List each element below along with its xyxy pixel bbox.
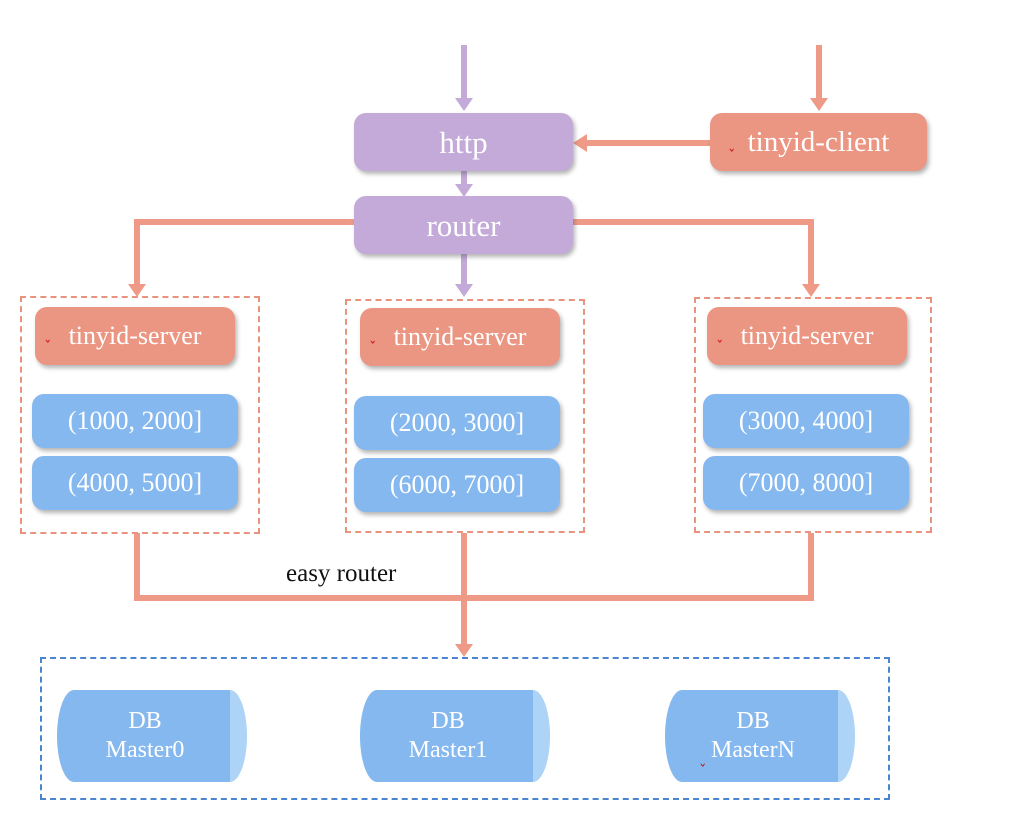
http-to-router-arrow-shaft (461, 170, 467, 185)
server-group-3 (694, 297, 932, 533)
spellcheck-mark-icon: ˇ (716, 338, 724, 356)
db-master0[interactable]: DB Master0 (57, 690, 247, 782)
db-master0-left-cap (57, 690, 91, 782)
inbound-client-arrow-shaft (816, 45, 822, 99)
db-master1-line1: DB (431, 707, 465, 734)
server-group-1-segment-2[interactable]: (4000, 5000] (32, 456, 238, 510)
spellcheck-mark-icon: ˇ (369, 339, 377, 357)
server-group-1-segment-1-label: (1000, 2000] (67, 406, 203, 435)
db-mastern[interactable]: DB MasterN ˇ (665, 690, 855, 782)
server-group-1 (20, 296, 260, 534)
server-group-3-segment-1[interactable]: (3000, 4000] (703, 394, 909, 448)
node-router-label: router (426, 207, 501, 243)
router-to-server3-elbow-vertical (808, 219, 814, 285)
client-to-http-arrow-head (573, 134, 587, 152)
node-router[interactable]: router (354, 196, 573, 254)
easy-router-label: easy router (286, 560, 397, 587)
router-to-server3-arrow-head (802, 284, 820, 297)
db-mastern-line2: MasterN (711, 737, 795, 763)
server-group-2-segment-1[interactable]: (2000, 3000] (354, 396, 560, 450)
http-to-router-arrow-head (455, 184, 473, 197)
db-master0-line2: Master0 (105, 737, 185, 763)
router-to-server1-arrow-head (128, 284, 146, 297)
router-to-server2-arrow-shaft (461, 253, 467, 285)
db-mastern-left-cap (665, 690, 699, 782)
spellcheck-mark-icon: ˇ (44, 338, 52, 356)
db-mastern-text: DB MasterN (665, 690, 855, 782)
node-tinyid-client-label: tinyid-client (747, 125, 890, 158)
spellcheck-mark-icon: ˇ (728, 147, 736, 165)
client-to-http-arrow-shaft (586, 140, 710, 146)
router-to-server3-elbow-horizontal (571, 219, 814, 225)
db-mastern-line1: DB (736, 707, 770, 734)
inbound-http-arrow-shaft (461, 45, 467, 99)
server-group-2-segment-2[interactable]: (6000, 7000] (354, 458, 560, 512)
db-cluster-group (40, 657, 890, 800)
server-group-2-segment-2-label: (6000, 7000] (389, 470, 525, 499)
server2-downlink (461, 533, 467, 601)
router-to-server1-elbow-vertical (134, 219, 140, 285)
inbound-http-arrow-head (455, 98, 473, 111)
router-to-server2-arrow-head (455, 284, 473, 297)
easy-router-merge-bus (134, 595, 814, 601)
server-group-1-segment-1[interactable]: (1000, 2000] (32, 394, 238, 448)
server-group-1-header[interactable]: tinyid-server ˇ (35, 307, 235, 365)
db-master1-line2: Master1 (408, 737, 488, 763)
db-master1-text: DB Master1 (360, 690, 550, 782)
server-group-3-header[interactable]: tinyid-server ˇ (707, 307, 907, 365)
server-group-2-segment-1-label: (2000, 3000] (389, 408, 525, 437)
server-group-2 (345, 299, 585, 533)
db-master0-body (74, 690, 230, 782)
router-to-server1-elbow-horizontal (134, 219, 356, 225)
db-master1[interactable]: DB Master1 (360, 690, 550, 782)
server-group-1-header-label: tinyid-server (68, 321, 202, 350)
bus-to-db-arrow-shaft (461, 601, 467, 645)
db-master0-text: DB Master0 (57, 690, 247, 782)
server-group-3-segment-1-label: (3000, 4000] (738, 406, 874, 435)
inbound-client-arrow-head (810, 98, 828, 111)
server-group-3-segment-2[interactable]: (7000, 8000] (703, 456, 909, 510)
node-tinyid-client[interactable]: tinyid-client ˇ (710, 113, 927, 171)
server-group-3-header-label: tinyid-server (740, 321, 874, 350)
server-group-1-segment-2-label: (4000, 5000] (67, 468, 203, 497)
db-master1-left-cap (360, 690, 394, 782)
server-group-3-segment-2-label: (7000, 8000] (738, 468, 874, 497)
server-group-2-header-label: tinyid-server (393, 322, 527, 351)
server3-downlink (808, 533, 814, 601)
bus-to-db-arrow-head (455, 644, 473, 657)
db-master1-body (377, 690, 533, 782)
server1-downlink (134, 533, 140, 601)
db-mastern-body (682, 690, 838, 782)
server-group-2-header[interactable]: tinyid-server ˇ (360, 308, 560, 366)
db-master0-line1: DB (128, 707, 162, 734)
node-http[interactable]: http (354, 113, 573, 171)
node-http-label: http (439, 124, 488, 160)
